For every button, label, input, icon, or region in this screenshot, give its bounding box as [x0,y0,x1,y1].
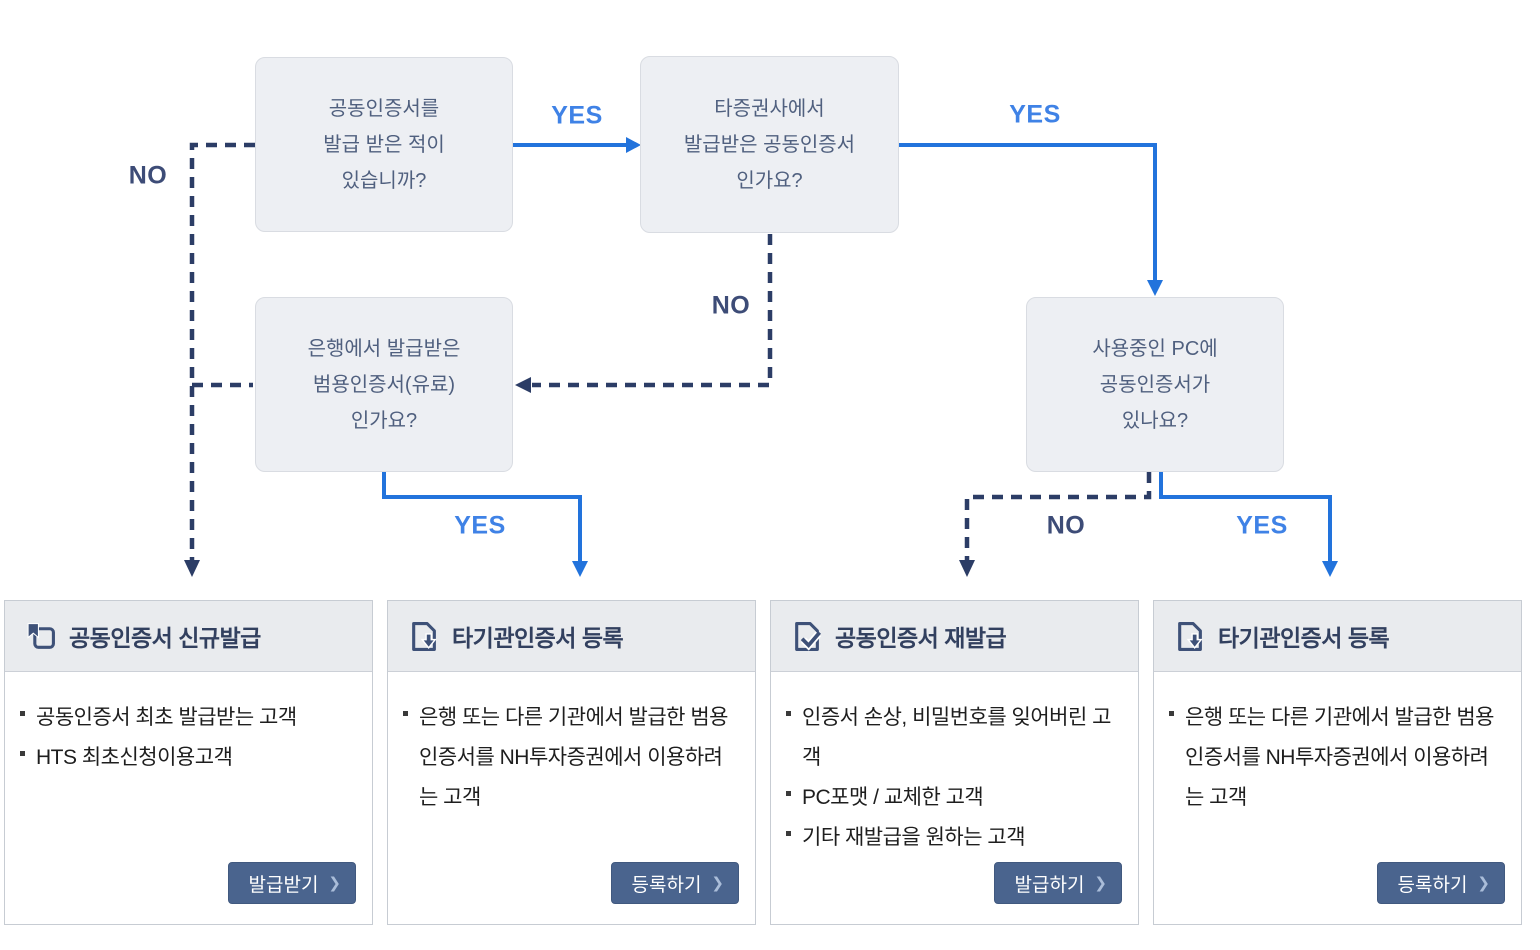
chevron-right-icon: ❯ [328,874,341,892]
yes-label-q1: YES [551,101,603,130]
reissue-cert-button[interactable]: 발급하기 ❯ [993,862,1122,904]
yes-arrow-q3-to-card2 [382,472,582,562]
no-arrowhead-q4-to-card3 [959,560,975,577]
no-label-q2: NO [711,291,751,320]
card-bullet: 공동인증서 최초 발급받는 고객 [19,698,356,738]
button-label: 발급받기 [248,874,319,896]
yes-arrowhead-q1-to-q2 [626,137,641,153]
register-cert-button-2[interactable]: 등록하기 ❯ [1376,862,1505,904]
flow-box-other-securities-cert: 타증권사에서 발급받은 공동인증서 인가요? [640,56,899,233]
card-register-other-cert-2: 타기관인증서 등록 은행 또는 다른 기관에서 발급한 범용인증서를 NH투자증… [1153,600,1522,925]
yes-arrow-q4-to-card4 [1159,472,1332,562]
button-label: 등록하기 [631,874,702,896]
yes-label-q2: YES [1009,100,1061,129]
button-label: 등록하기 [1397,874,1468,896]
card-body: 은행 또는 다른 기관에서 발급한 범용인증서를 NH투자증권에서 이용하려는 … [388,672,755,818]
button-label: 발급하기 [1014,874,1085,896]
card-bullet: 은행 또는 다른 기관에서 발급한 범용인증서를 NH투자증권에서 이용하려는 … [1168,698,1505,818]
card-register-other-cert: 타기관인증서 등록 은행 또는 다른 기관에서 발급한 범용인증서를 NH투자증… [387,600,756,925]
flow-box-cert-ever-issued: 공동인증서를 발급 받은 적이 있습니까? [255,57,513,232]
chevron-right-icon: ❯ [1094,874,1107,892]
card-new-certificate: 공동인증서 신규발급 공동인증서 최초 발급받는 고객 HTS 최초신청이용고객… [4,600,373,925]
register-other-cert-icon [412,621,437,651]
yes-arrowhead-q2-to-q4 [1147,280,1163,296]
card-bullet: 인증서 손상, 비밀번호를 잊어버린 고객 [785,698,1122,778]
card-header: 공동인증서 재발급 [771,601,1138,672]
register-other-cert-icon [1178,621,1203,651]
no-label-q1: NO [128,161,168,190]
no-arrowhead-q1-to-card1 [184,560,200,577]
no-arrow-q4-to-card3 [964,472,1152,560]
yes-label-q4: YES [1236,511,1288,540]
register-cert-button[interactable]: 등록하기 ❯ [610,862,739,904]
yes-arrow-q2-to-q4 [899,143,1157,281]
card-body: 은행 또는 다른 기관에서 발급한 범용인증서를 NH투자증권에서 이용하려는 … [1154,672,1521,818]
no-arrow-q2-to-q3 [532,234,773,388]
card-body: 인증서 손상, 비밀번호를 잊어버린 고객 PC포맷 / 교체한 고객 기타 재… [771,672,1138,858]
card-bullet: HTS 최초신청이용고객 [19,738,356,778]
card-body: 공동인증서 최초 발급받는 고객 HTS 최초신청이용고객 [5,672,372,778]
flowchart-arrows [184,137,1338,577]
no-arrow-q1-to-card1 [189,142,255,560]
card-bullet: PC포맷 / 교체한 고객 [785,778,1122,818]
card-reissue-certificate: 공동인증서 재발급 인증서 손상, 비밀번호를 잊어버린 고객 PC포맷 / 교… [770,600,1139,925]
card-header: 타기관인증서 등록 [388,601,755,672]
chevron-right-icon: ❯ [1477,874,1490,892]
flow-box-bank-general-cert: 은행에서 발급받은 범용인증서(유료) 인가요? [255,297,513,472]
chevron-right-icon: ❯ [711,874,724,892]
card-title: 타기관인증서 등록 [452,625,624,651]
card-title: 타기관인증서 등록 [1218,625,1390,651]
yes-label-q3: YES [454,511,506,540]
flow-box-cert-on-pc: 사용중인 PC에 공동인증서가 있나요? [1026,297,1284,472]
new-certificate-icon [27,622,55,649]
result-cards: 공동인증서 신규발급 공동인증서 최초 발급받는 고객 HTS 최초신청이용고객… [4,600,1522,925]
card-title: 공동인증서 신규발급 [69,625,261,651]
card-bullet: 기타 재발급을 원하는 고객 [785,818,1122,858]
yes-arrowhead-q3-to-card2 [572,561,588,577]
issue-new-cert-button[interactable]: 발급받기 ❯ [227,862,356,904]
no-label-q4: NO [1046,511,1086,540]
card-header: 공동인증서 신규발급 [5,601,372,672]
yes-arrowhead-q4-to-card4 [1322,561,1338,577]
card-title: 공동인증서 재발급 [835,625,1007,651]
card-bullet: 은행 또는 다른 기관에서 발급한 범용인증서를 NH투자증권에서 이용하려는 … [402,698,739,818]
reissue-certificate-icon [795,621,822,651]
card-header: 타기관인증서 등록 [1154,601,1521,672]
no-arrowhead-q2-to-q3 [515,377,531,393]
